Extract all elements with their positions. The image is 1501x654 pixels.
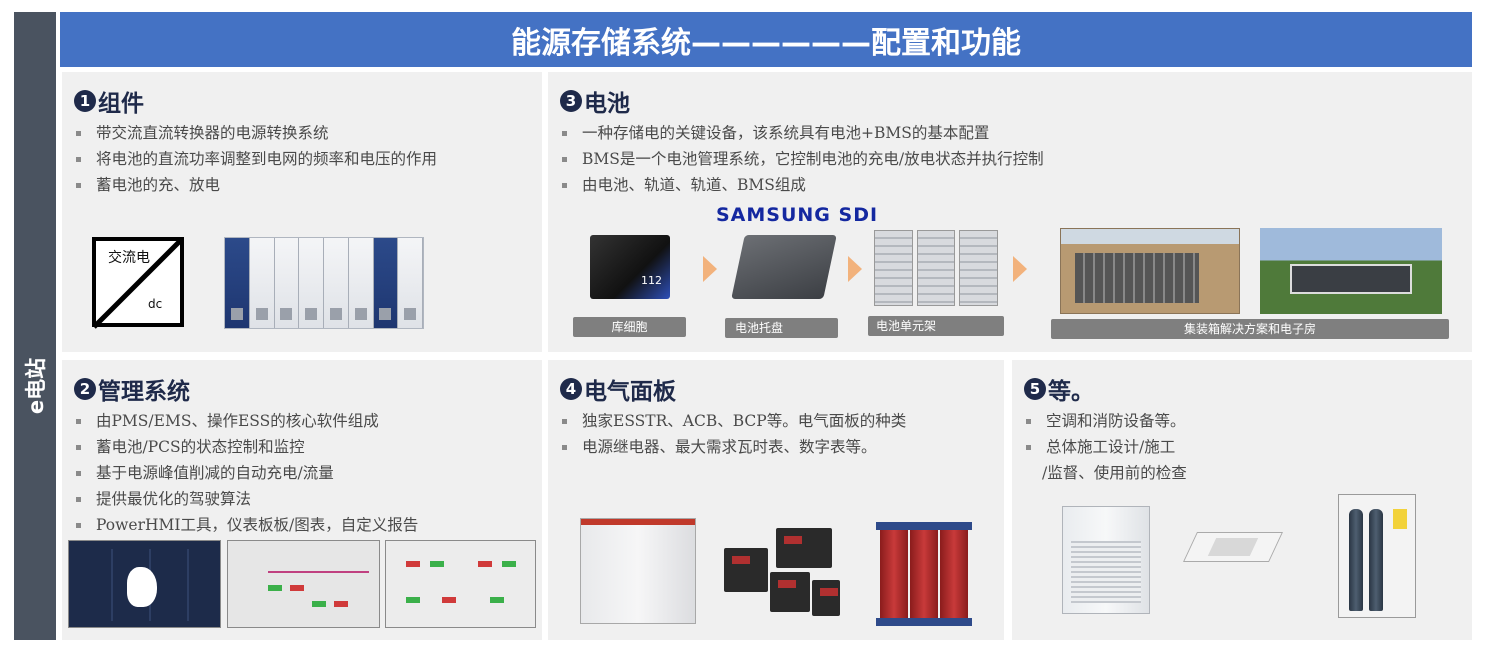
switchgear-image xyxy=(580,518,696,624)
battery-bullets: 一种存储电的关键设备，该系统具有电池+BMS的基本配置 BMS是一个电池管理系统… xyxy=(560,120,1044,198)
flow-arrow-icon xyxy=(1013,256,1027,282)
hmi-status-screenshot xyxy=(385,540,536,628)
converter-diagonal-icon xyxy=(92,237,184,329)
electrical-panel: 4 电气面板 独家ESSTR、ACB、BCP等。电气面板的种类 电源继电器、最大… xyxy=(548,360,1004,640)
number-badge: 2 xyxy=(74,378,96,400)
electrical-bullets: 独家ESSTR、ACB、BCP等。电气面板的种类 电源继电器、最大需求瓦时表、数… xyxy=(560,408,906,460)
side-tab: e电站 xyxy=(14,12,56,640)
components-panel: 1 组件 带交流直流转换器的电源转换系统 将电池的直流功率调整到电网的频率和电压… xyxy=(62,72,542,352)
electric-room-image xyxy=(1260,228,1442,314)
flow-label-tray: 电池托盘 xyxy=(725,318,838,338)
bullet-continuation: /监督、使用前的检查 xyxy=(1042,464,1187,482)
samsung-sdi-logo: SAMSUNG SDI xyxy=(716,204,879,226)
bullet-item: 蓄电池/PCS的状态控制和监控 xyxy=(74,434,418,460)
management-heading: 2 管理系统 xyxy=(74,372,190,406)
cell-capacity: 112 xyxy=(641,274,662,287)
battery-rack-image xyxy=(874,230,999,306)
battery-tray-image xyxy=(731,235,837,299)
ceiling-cassette-ac-image xyxy=(1183,518,1283,572)
outdoor-ac-unit-image xyxy=(1062,506,1150,614)
components-title: 组件 xyxy=(98,91,144,117)
bullet-item: 将电池的直流功率调整到电网的频率和电压的作用 xyxy=(74,146,437,172)
etc-panel: 5 等。 空调和消防设备等。 总体施工设计/施工 /监督、使用前的检查 xyxy=(1012,360,1472,640)
bullet-item: 带交流直流转换器的电源转换系统 xyxy=(74,120,437,146)
flow-arrow-icon xyxy=(703,256,717,282)
components-bullets: 带交流直流转换器的电源转换系统 将电池的直流功率调整到电网的频率和电压的作用 蓄… xyxy=(74,120,437,198)
battery-cell-image: 112 xyxy=(590,235,670,299)
bullet-item: 提供最优化的驾驶算法 xyxy=(74,486,418,512)
management-title: 管理系统 xyxy=(98,379,190,405)
bullet-item: 由电池、轨道、轨道、BMS组成 xyxy=(560,172,1044,198)
etc-title: 等。 xyxy=(1048,379,1094,405)
hmi-single-line-screenshot xyxy=(227,540,380,628)
management-panel: 2 管理系统 由PMS/EMS、操作ESS的核心软件组成 蓄电池/PCS的状态控… xyxy=(62,360,542,640)
etc-bullets: 空调和消防设备等。 总体施工设计/施工 /监督、使用前的检查 xyxy=(1024,408,1187,486)
number-badge: 3 xyxy=(560,90,582,112)
components-heading: 1 组件 xyxy=(74,84,144,118)
management-bullets: 由PMS/EMS、操作ESS的核心软件组成 蓄电池/PCS的状态控制和监控 基于… xyxy=(74,408,418,538)
side-tab-label: e电站 xyxy=(24,357,48,415)
bullet-item: 由PMS/EMS、操作ESS的核心软件组成 xyxy=(74,408,418,434)
fire-suppression-cabinet-image xyxy=(1338,494,1416,618)
electrical-heading: 4 电气面板 xyxy=(560,372,676,406)
etc-heading: 5 等。 xyxy=(1024,372,1094,406)
dc-label: dc xyxy=(148,297,163,311)
bullet-item: 总体施工设计/施工 xyxy=(1024,434,1187,460)
bullet-item: PowerHMI工具，仪表板板/图表，自定义报告 xyxy=(74,512,418,538)
number-badge: 4 xyxy=(560,378,582,400)
bullet-item: BMS是一个电池管理系统，它控制电池的充电/放电状态并执行控制 xyxy=(560,146,1044,172)
map-image xyxy=(127,567,157,607)
number-badge: 1 xyxy=(74,90,96,112)
container-solution-image xyxy=(1060,228,1240,314)
bullet-item: 蓄电池的充、放电 xyxy=(74,172,437,198)
pcs-cabinet-image xyxy=(224,237,424,329)
battery-title: 电池 xyxy=(584,91,630,117)
flow-label-rack: 电池单元架 xyxy=(868,316,1004,336)
battery-panel: 3 电池 一种存储电的关键设备，该系统具有电池+BMS的基本配置 BMS是一个电… xyxy=(548,72,1472,352)
bullet-item: 电源继电器、最大需求瓦时表、数字表等。 xyxy=(560,434,906,460)
number-badge: 5 xyxy=(1024,378,1046,400)
circuit-breakers-image xyxy=(724,528,840,620)
hmi-dashboard-screenshot xyxy=(68,540,221,628)
flow-label-cell: 库细胞 xyxy=(573,317,686,337)
battery-heading: 3 电池 xyxy=(560,84,630,118)
flow-arrow-icon xyxy=(848,256,862,282)
ac-dc-converter-symbol: 交流电 dc xyxy=(92,237,184,329)
header-banner: 能源存储系统——————配置和功能 xyxy=(60,12,1472,67)
electrical-title: 电气面板 xyxy=(584,379,676,405)
bullet-item: 一种存储电的关键设备，该系统具有电池+BMS的基本配置 xyxy=(560,120,1044,146)
bullet-item: 基于电源峰值削减的自动充电/流量 xyxy=(74,460,418,486)
ac-label: 交流电 xyxy=(108,250,150,266)
bullet-item: 独家ESSTR、ACB、BCP等。电气面板的种类 xyxy=(560,408,906,434)
flow-label-container: 集装箱解决方案和电子房 xyxy=(1051,319,1449,339)
transformer-image xyxy=(876,522,972,626)
page-title: 能源存储系统——————配置和功能 xyxy=(511,25,1021,61)
bullet-item: 空调和消防设备等。 xyxy=(1024,408,1187,434)
